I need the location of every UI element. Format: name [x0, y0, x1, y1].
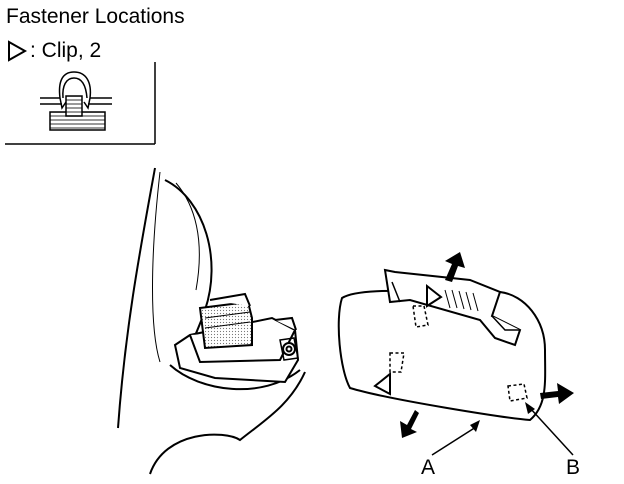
removal-arrows — [400, 252, 574, 438]
arrow-right-icon — [540, 383, 574, 404]
mounting-bracket — [173, 292, 300, 384]
clip-detail-inset — [5, 62, 156, 145]
arrow-down-left-icon — [400, 410, 419, 438]
hidden-tabs — [389, 305, 528, 402]
callout-b: B — [566, 456, 581, 479]
page-title: Fastener Locations — [6, 5, 185, 28]
triangle-outline-icon — [8, 40, 28, 62]
arrow-up-icon — [445, 252, 465, 282]
callout-a: A — [421, 456, 436, 479]
cover-panel-a — [337, 268, 547, 422]
legend-label: : Clip, 2 — [30, 39, 102, 62]
clip-cross-section — [40, 71, 112, 131]
clip-markers — [373, 283, 443, 396]
leader-lines — [431, 402, 574, 456]
